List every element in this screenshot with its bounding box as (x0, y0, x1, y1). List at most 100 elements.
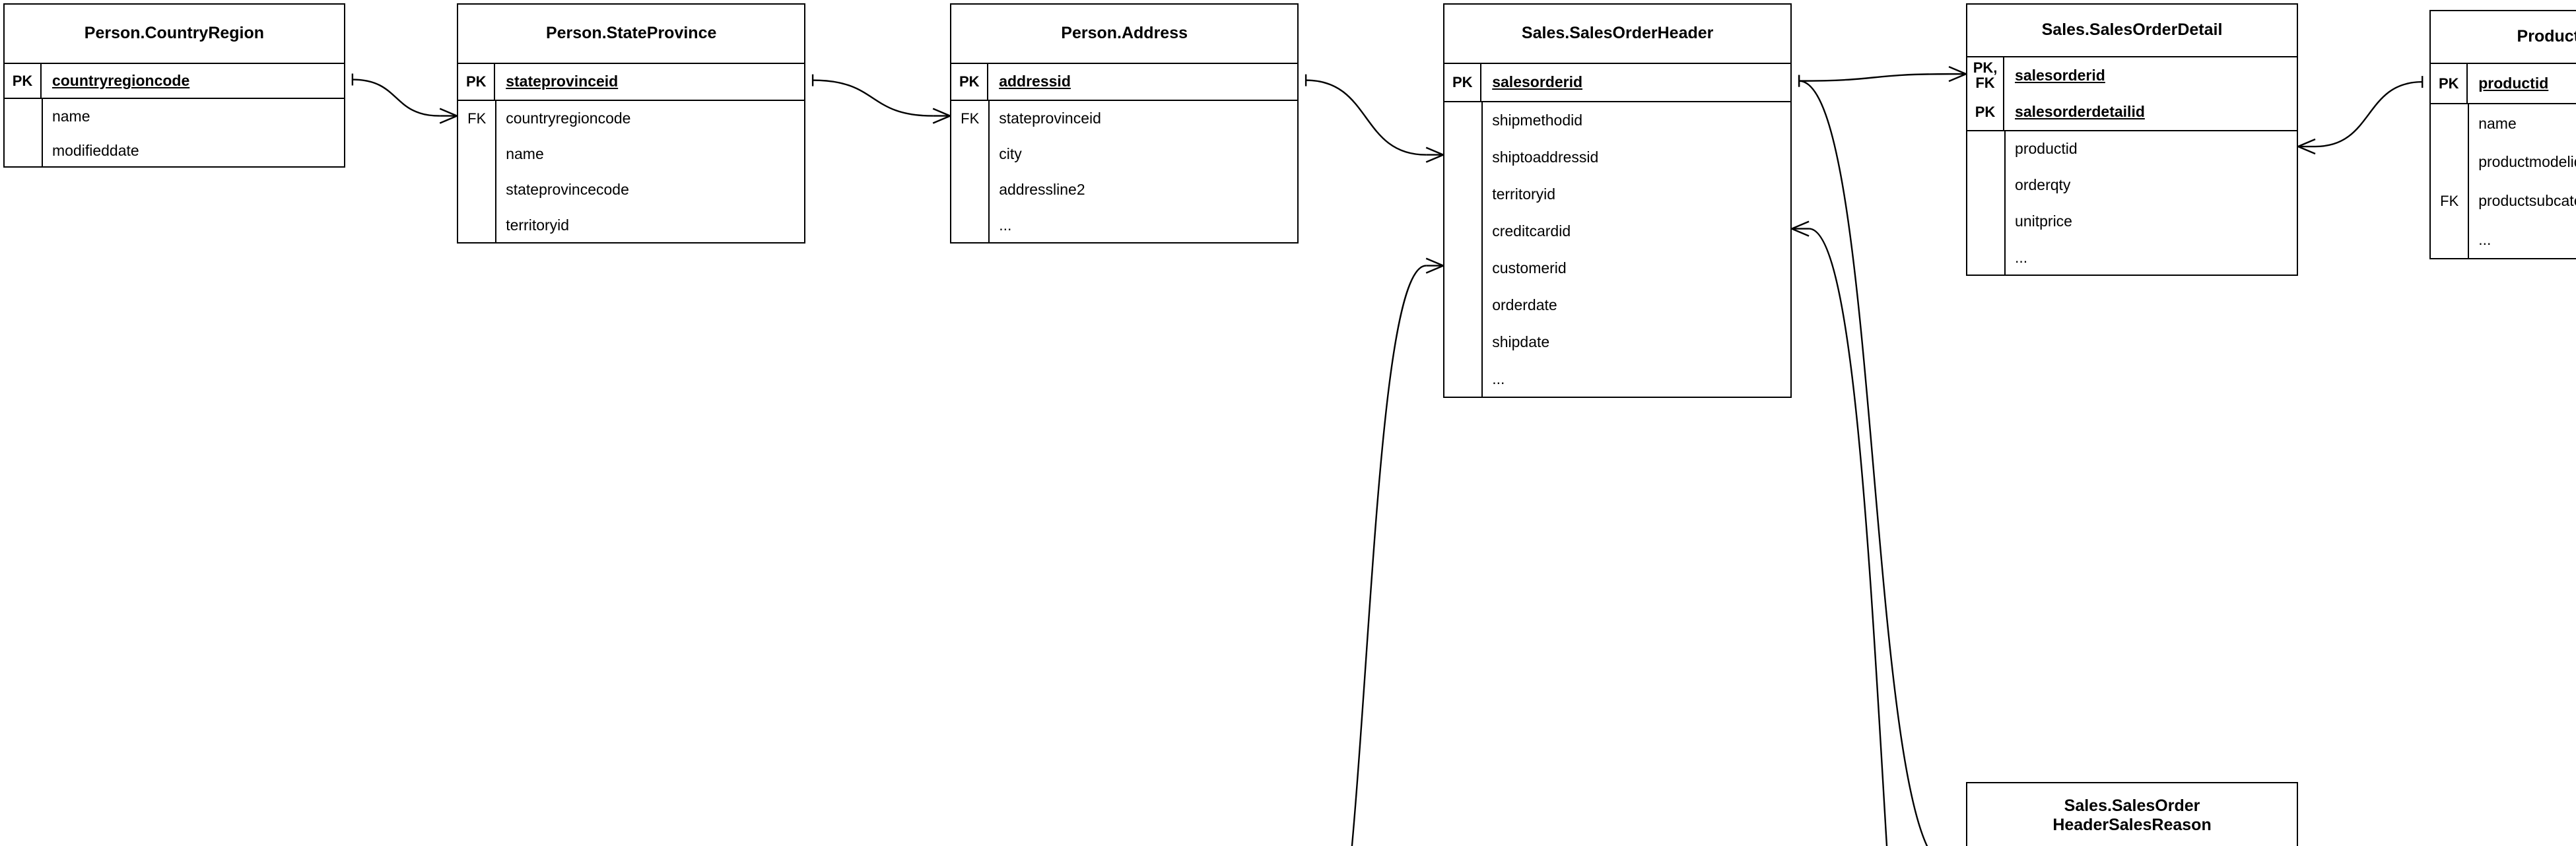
attribute-row[interactable]: creditcardid (1444, 213, 1790, 250)
attribute-key-label (458, 137, 495, 172)
attribute-row[interactable]: stateprovincecode (458, 172, 804, 208)
attribute-name: countryregioncode (506, 110, 631, 127)
entity-production-product[interactable]: Production.ProductPKproductid name product… (2429, 9, 2576, 260)
attribute-row[interactable]: PK addressid (951, 63, 1297, 100)
attribute-name: ... (2478, 231, 2491, 249)
attribute-section: FK countryregioncode name stateprovincecode… (458, 100, 804, 244)
entity-title: Sales.SalesOrderDetail (1967, 5, 2297, 57)
attribute-key-label (951, 172, 988, 208)
attribute-name: productsubcategoryid (2478, 192, 2576, 210)
attribute-row[interactable]: PK salesorderdetailid (1967, 93, 2297, 130)
attribute-row[interactable]: addressline2 (951, 172, 1297, 208)
attribute-name: stateprovinceid (999, 110, 1101, 127)
attribute-name: name (506, 145, 544, 163)
attribute-row[interactable]: territoryid (458, 207, 804, 243)
attribute-name: name (2478, 114, 2517, 132)
entity-title: Sales.SalesOrderHeader (1444, 5, 1791, 64)
attribute-name: shipdate (1492, 333, 1550, 350)
attribute-key-label (951, 207, 988, 243)
attribute-row[interactable]: shiptoaddressid (1444, 139, 1790, 176)
attribute-section: name modifieddate (5, 99, 344, 168)
entity-title: Person.StateProvince (458, 5, 805, 64)
attribute-key-label (1967, 167, 2004, 203)
attribute-name: productmodelid (2478, 153, 2576, 171)
attribute-key-label (1444, 102, 1481, 139)
attribute-name: ... (2015, 249, 2028, 267)
attribute-key-label: PK, FK (1967, 57, 2005, 94)
attribute-section: shipmethodid shiptoaddressid territoryid cr… (1444, 102, 1790, 398)
attribute-key-label (1967, 240, 2004, 276)
entity-title: Person.Address (951, 5, 1298, 64)
entity-sales-salesorderheadersalesreason[interactable]: Sales.SalesOrderHeaderSalesReasonFKsales… (1966, 782, 2298, 846)
attribute-row[interactable]: name (458, 137, 804, 172)
attribute-row[interactable]: productmodelid (2431, 143, 2576, 182)
attribute-row[interactable]: productid (1967, 131, 2297, 168)
primary-key-section: PK addressid (951, 63, 1298, 101)
attribute-row[interactable]: orderqty (1967, 167, 2297, 203)
attribute-name: productid (2015, 140, 2078, 158)
attribute-key-label (1967, 203, 2004, 240)
attribute-row[interactable]: ... (2431, 220, 2576, 259)
attribute-name: modifieddate (51, 141, 139, 159)
attribute-name: salesorderid (1492, 73, 1583, 91)
attribute-key-label (1444, 323, 1481, 360)
attribute-name: territoryid (506, 216, 570, 234)
attribute-row[interactable]: unitprice (1967, 203, 2297, 240)
attribute-name: stateprovinceid (506, 73, 619, 90)
attribute-row[interactable]: ... (1444, 360, 1790, 397)
attribute-key-label (458, 172, 495, 208)
attribute-key-label (951, 137, 988, 172)
attribute-name: ... (999, 216, 1012, 234)
attribute-key-label: FK (467, 110, 487, 127)
attribute-row[interactable]: FK productsubcategoryid (2431, 181, 2576, 220)
attribute-name: ... (1492, 370, 1505, 387)
attribute-row[interactable]: territoryid (1444, 176, 1790, 213)
attribute-key-label (5, 133, 42, 168)
attribute-row[interactable]: orderdate (1444, 287, 1790, 324)
attribute-row[interactable]: FK countryregioncode (458, 101, 804, 137)
attribute-name: salesorderdetailid (2015, 102, 2145, 120)
attribute-row[interactable]: customerid (1444, 250, 1790, 287)
attribute-name: addressid (999, 73, 1071, 90)
attribute-name: name (51, 107, 90, 125)
attribute-name: territoryid (1492, 185, 1556, 203)
attribute-name: customerid (1492, 259, 1567, 277)
attribute-row[interactable]: shipdate (1444, 323, 1790, 360)
attribute-key-label (1444, 287, 1481, 324)
attribute-key-label (1444, 250, 1481, 287)
attribute-key-label: PK (2431, 63, 2468, 103)
attribute-key-label (1444, 360, 1481, 397)
attribute-key-label: FK (2440, 193, 2459, 210)
attribute-key-label: PK (951, 63, 989, 100)
entity-title: Person.CountryRegion (4, 5, 344, 64)
attribute-row[interactable]: city (951, 137, 1297, 172)
attribute-name: creditcardid (1492, 222, 1571, 240)
attribute-key-label: PK (1967, 93, 2005, 130)
attribute-row[interactable]: name (5, 99, 344, 133)
attribute-row[interactable]: shipmethodid (1444, 102, 1790, 139)
entity-title: Production.Product (2431, 11, 2576, 64)
attribute-name: shipmethodid (1492, 112, 1583, 129)
attribute-row[interactable]: ... (1967, 240, 2297, 276)
attribute-key-label (5, 99, 42, 133)
attribute-row[interactable]: ... (951, 207, 1297, 243)
attribute-row[interactable]: modifieddate (5, 133, 344, 168)
attribute-row[interactable]: name (2431, 104, 2576, 143)
